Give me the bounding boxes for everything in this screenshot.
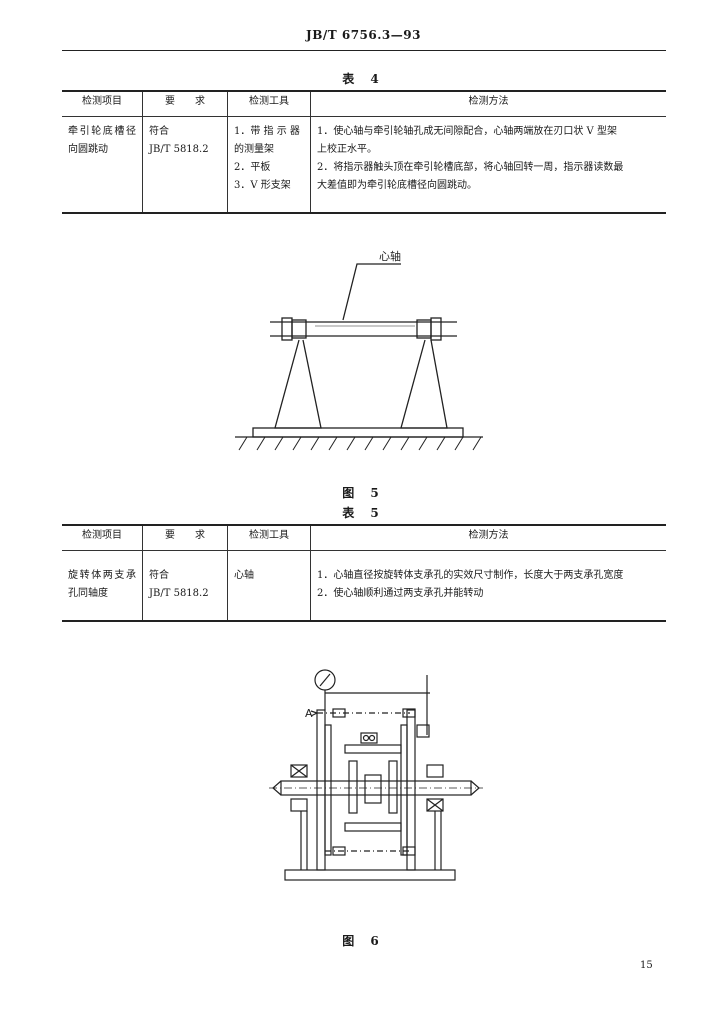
table5-requirement: 符合 JB/T 5818.2 [142, 550, 228, 621]
figure5-label: 心轴 [379, 249, 401, 263]
figure5-left-nut [281, 317, 293, 341]
table4-caption: 表 4 [342, 72, 385, 86]
figure6-side-block [416, 724, 430, 738]
table5-col-tools: 检测工具 [227, 525, 311, 551]
figure6-right-plate [406, 709, 416, 871]
figure6-cam [360, 732, 378, 744]
figure6-caption: 图 6 [342, 934, 385, 948]
figure5-left-collar [291, 319, 307, 339]
table4-header-row: 检测项目 要 求 检测工具 检测方法 [62, 91, 666, 117]
table4: 检测项目 要 求 检测工具 检测方法 牵引轮底槽径向圆跳动 符合 JB/T 58… [62, 90, 666, 214]
table5-tool-line: 心轴 [234, 570, 254, 581]
page-number: 15 [640, 960, 653, 971]
table4-method-line: 大差值即为牵引轮底槽径向圆跳动。 [317, 180, 477, 191]
table4-method: 1．使心轴与牵引轮轴孔成无间隙配合，心轴两端放在刃口状 V 型架 上校正水平。 … [310, 116, 666, 213]
table4-method-line: 2．将指示器触头顶在牵引轮槽底部，将心轴回转一周，指示器读数最 [317, 162, 624, 173]
figure6-right-bearing-top [426, 764, 444, 778]
table4-col-requirement: 要 求 [142, 91, 228, 117]
table4-method-line: 1．使心轴与牵引轮轴孔成无间隙配合，心轴两端放在刃口状 V 型架 [317, 126, 617, 137]
header-rule [62, 50, 666, 51]
table5-method: 1．心轴直径按旋转体支承孔的实效尺寸制作，长度大于两支承孔宽度 2．使心轴顺利通… [310, 550, 666, 621]
figure5-base-plate [252, 427, 464, 438]
table4-tool-line: 2．平板 [234, 162, 271, 173]
figure5-right-collar [416, 319, 432, 339]
table4-col-method: 检测方法 [310, 91, 666, 117]
standard-code: JB/T 6756.3—93 [306, 28, 421, 42]
table5-tools: 心轴 [227, 550, 311, 621]
table-row: 牵引轮底槽径向圆跳动 符合 JB/T 5818.2 1．带 指 示 器 的测量架… [62, 116, 666, 213]
figure6-label: A [305, 707, 313, 720]
table5-header-row: 检测项目 要 求 检测工具 检测方法 [62, 525, 666, 551]
table5-col-method: 检测方法 [310, 525, 666, 551]
figure5-ground-hatch [238, 436, 482, 451]
figure6-drum-left [348, 760, 358, 814]
table-row: 旋转体两支承孔同轴度 符合 JB/T 5818.2 心轴 1．心轴直径按旋转体支… [62, 550, 666, 621]
figure6-left-bearing-top [290, 764, 308, 778]
table4-tool-line: 的测量架 [234, 144, 274, 155]
table4-col-tools: 检测工具 [227, 91, 311, 117]
figure5-drawing: 心轴 [235, 249, 483, 451]
table4-requirement-line: JB/T 5818.2 [149, 144, 209, 155]
figure6-left-plate [316, 709, 326, 871]
table4-requirement-line: 符合 [149, 126, 169, 137]
figure6-left-bearing-bottom [290, 798, 308, 812]
table5-col-requirement: 要 求 [142, 525, 228, 551]
figure6-drawing: A [269, 669, 483, 881]
table5-item: 旋转体两支承孔同轴度 [68, 570, 136, 599]
figure6-drum-right [388, 760, 398, 814]
table4-method-line: 上校正水平。 [317, 144, 377, 155]
table5-method-line: 2．使心轴顺利通过两支承孔并能转动 [317, 588, 484, 599]
figure5-caption: 图 5 [342, 486, 385, 500]
figure5-right-v-support [400, 339, 448, 429]
table4-tool-line: 3．V 形支架 [234, 180, 291, 191]
figure6-base [284, 869, 456, 881]
table5: 检测项目 要 求 检测工具 检测方法 旋转体两支承孔同轴度 符合 JB/T 58… [62, 524, 666, 622]
figure6-top-pin-left [332, 708, 346, 718]
table4-item: 牵引轮底槽径向圆跳动 [68, 126, 136, 155]
table5-caption: 表 5 [342, 506, 385, 520]
table4-requirement: 符合 JB/T 5818.2 [142, 116, 228, 213]
table5-requirement-line: 符合 [149, 570, 169, 581]
figure6-drum-center [364, 774, 382, 804]
table5-col-item: 检测项目 [62, 525, 143, 551]
figure5-leader-line [342, 263, 401, 321]
table5-requirement-line: JB/T 5818.2 [149, 588, 209, 599]
figure5-left-v-support [274, 339, 322, 429]
figure5-right-nut [430, 317, 442, 341]
table4-tool-line: 1．带 指 示 器 [234, 126, 300, 137]
table4-tools: 1．带 指 示 器 的测量架 2．平板 3．V 形支架 [227, 116, 311, 213]
table4-col-item: 检测项目 [62, 91, 143, 117]
figure6-bottom-pin-left [332, 846, 346, 856]
table5-method-line: 1．心轴直径按旋转体支承孔的实效尺寸制作，长度大于两支承孔宽度 [317, 570, 624, 581]
